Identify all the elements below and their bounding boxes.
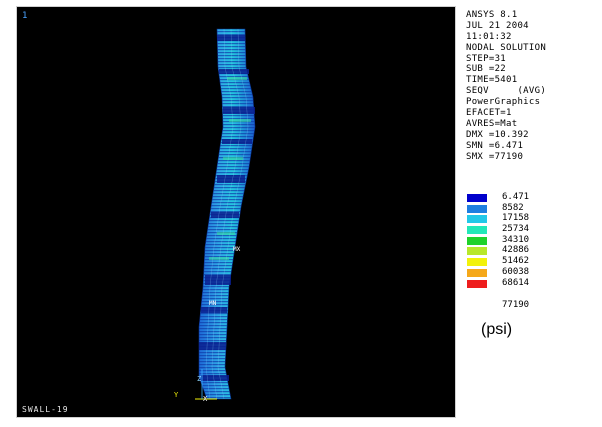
info-line: DMX =10.392 [466, 129, 529, 140]
legend-value: 68614 [502, 277, 530, 288]
legend-row: 25734 [466, 224, 586, 236]
legend-value: 34310 [502, 234, 530, 245]
info-line: SEQV (AVG) [466, 86, 547, 97]
high-stress-bands [209, 77, 251, 260]
info-line: ANSYS 8.1 [466, 10, 518, 20]
legend-row: 8582 [466, 202, 586, 215]
wall-model: MX MN Y Z X [174, 28, 256, 403]
units-label: (psi) [481, 321, 513, 338]
legend-value: 51462 [502, 256, 530, 267]
min-marker: MN [209, 300, 217, 307]
model-name-label: SWALL-19 [22, 405, 69, 414]
solution-info-panel: ANSYS 8.1 JUL 21 2004 11:01:32 NODAL SOL… [466, 10, 596, 162]
legend-value: 17158 [502, 213, 530, 224]
legend-row: 51462 [466, 256, 586, 268]
info-line: 11:01:32 [466, 31, 512, 42]
legend-swatch [467, 247, 487, 256]
axis-y-label: Y [174, 391, 179, 399]
info-line: TIME=5401 [466, 75, 518, 86]
axis-z-label: Z [197, 375, 201, 383]
info-line: SUB =22 [466, 64, 507, 75]
axis-triad: Y Z X [174, 369, 217, 403]
legend-row: 17158 [466, 213, 586, 225]
legend-row: 6.471 [466, 192, 586, 204]
info-line: PowerGraphics [466, 97, 541, 108]
stress-bands [199, 35, 255, 381]
info-line: AVRES=Mat [466, 118, 518, 129]
legend-swatch [467, 215, 487, 224]
info-line: SMX =77190 [466, 151, 524, 162]
legend-value: 25734 [502, 224, 530, 235]
legend-swatch [467, 279, 487, 288]
legend-value: 60038 [502, 266, 530, 277]
legend-swatch [467, 204, 487, 213]
legend-row: 68614 [466, 277, 586, 290]
info-line: JUL 21 2004 [466, 20, 529, 31]
legend-swatch [467, 258, 487, 267]
info-line: NODAL SOLUTION [466, 42, 547, 53]
info-line: EFACET=1 [466, 108, 512, 119]
legend-row: 42886 [466, 245, 586, 257]
legend-swatch [467, 226, 487, 235]
legend-swatch [467, 268, 487, 277]
legend-row: 34310 [466, 234, 586, 247]
graphics-viewport[interactable]: 1 [16, 6, 456, 418]
info-line: STEP=31 [466, 53, 507, 64]
legend-swatch [467, 194, 487, 202]
legend-value: 42886 [502, 245, 530, 256]
axis-x-label: X [203, 395, 208, 403]
legend-max-value: 77190 [502, 300, 530, 310]
legend-row: 60038 [466, 266, 586, 279]
legend-value: 8582 [502, 202, 524, 213]
legend-value: 6.471 [502, 192, 530, 202]
max-marker: MX [233, 246, 241, 253]
legend-swatch [467, 236, 487, 245]
info-line: SMN =6.471 [466, 140, 524, 151]
window-number: 1 [22, 11, 28, 21]
